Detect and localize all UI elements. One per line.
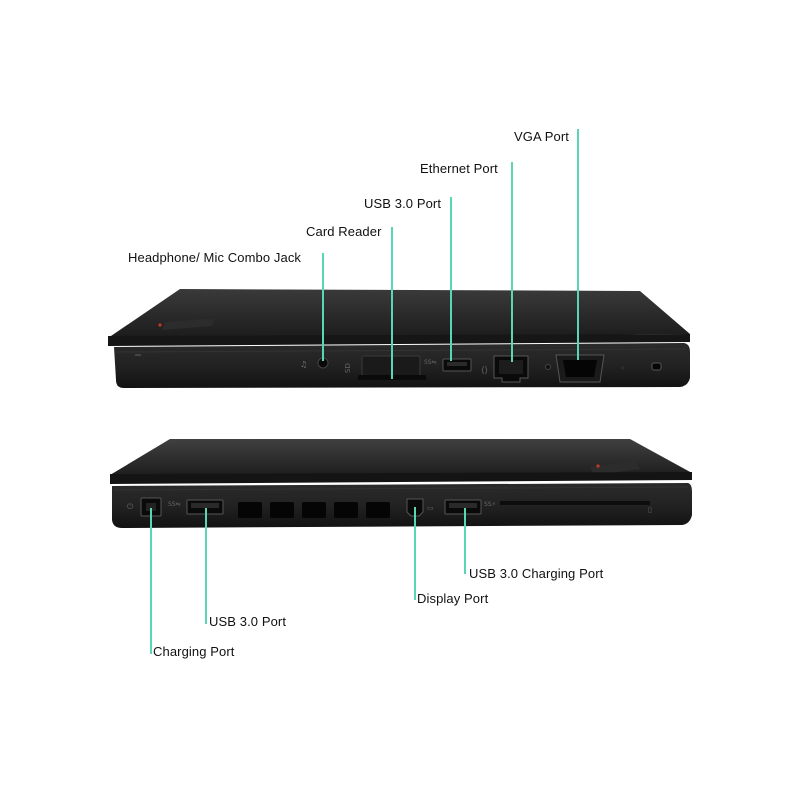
callout-line-card-reader [391,227,393,379]
logo-dot-2 [596,464,600,468]
base-seam-2 [113,486,689,491]
callout-line-headphone [322,253,324,361]
brand-logo-2 [590,461,640,475]
label-vga-port: VGA Port [514,129,569,144]
callout-line-vga [577,129,579,360]
brand-logo [162,318,215,330]
lid-edge-2 [110,472,692,484]
smart-card-slot [500,501,650,505]
usb3-charging-tongue [449,503,477,508]
card-mark: ▯ [648,506,652,514]
label-display-port: Display Port [417,591,489,606]
callout-line-usb3-top [450,197,452,361]
usb3-tongue [447,362,467,366]
callout-line-charging [150,508,152,654]
vga-inner [563,360,597,377]
ss-usb-mark: SS⇋ [424,359,437,366]
ethernet-mark: ⟨⟩ [481,366,488,376]
ss-usb-mark-3: SS⚡ [484,501,496,508]
label-usb3-port-top: USB 3.0 Port [364,196,442,211]
callout-line-usb3-bottom [205,508,207,624]
laptop-right-side: ♫ SD SS⇋ ⟨⟩ ◦ [108,289,690,388]
headphone-symbol: ♫ [300,360,307,369]
label-usb3-port-bottom: USB 3.0 Port [209,614,287,629]
laptop-left-side: ⏻ SS⇋ ▭ SS⚡ ▯ [110,439,692,528]
callout-line-usb3-charging [464,508,466,574]
label-charging-port: Charging Port [153,644,235,659]
ethernet-inner [499,360,523,374]
logo-dot [158,323,162,327]
screw-hole [545,364,551,370]
callout-line-ethernet [511,162,513,362]
display-mark: ▭ [427,504,434,512]
label-headphone-mic-jack: Headphone/ Mic Combo Jack [128,250,302,265]
cooling-vents [238,502,390,518]
status-led [135,354,141,356]
lock-slot [651,362,662,371]
ss-usb-mark-2: SS⇋ [168,501,181,508]
usb3-tongue-2 [191,503,219,508]
sd-mark: SD [344,363,352,373]
base-seam [115,348,687,353]
lid-top-surface-2 [110,439,692,475]
callout-line-display [414,507,416,600]
label-usb3-charging-port: USB 3.0 Charging Port [469,566,604,581]
label-ethernet-port: Ethernet Port [420,161,498,176]
label-card-reader: Card Reader [306,224,382,239]
lid-edge [108,334,690,346]
lid-top-surface [108,289,690,338]
kensington-mark: ◦ [620,364,625,373]
power-mark: ⏻ [127,502,134,511]
charging-port-inner [146,503,156,511]
